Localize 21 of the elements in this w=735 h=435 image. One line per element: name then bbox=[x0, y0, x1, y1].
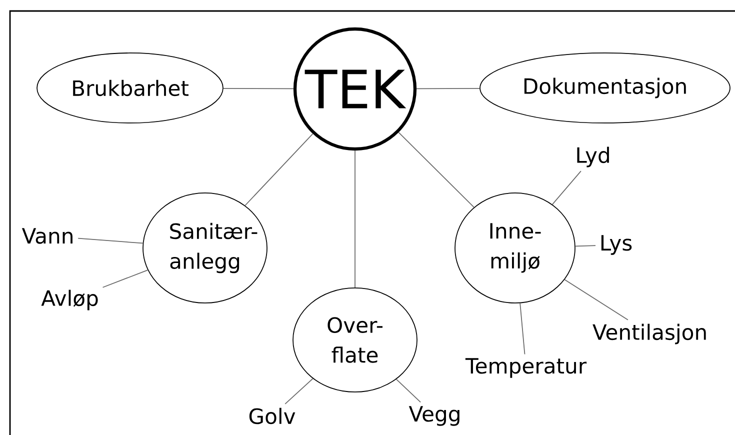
connector-line bbox=[398, 132, 474, 208]
connector-line bbox=[574, 245, 596, 247]
topic-label: Lyd bbox=[577, 146, 609, 168]
topic-label: Golv bbox=[249, 408, 296, 424]
connector-line bbox=[284, 378, 314, 404]
topic-label: Avløp bbox=[41, 290, 98, 310]
connector-line bbox=[520, 302, 526, 355]
topic-label: Vann bbox=[22, 228, 72, 244]
topic-label: Temperatur bbox=[465, 358, 587, 378]
connector-line bbox=[102, 270, 148, 288]
topic-label: Vegg bbox=[408, 406, 460, 426]
connector-line bbox=[564, 279, 628, 320]
connector-line bbox=[396, 378, 421, 403]
connector-line bbox=[223, 88, 294, 90]
connector-line bbox=[244, 133, 314, 206]
connector-line bbox=[354, 150, 356, 288]
connector-line bbox=[416, 88, 480, 90]
connector-line bbox=[78, 238, 144, 244]
topic-label: Ventilasjon bbox=[592, 324, 706, 344]
connector-line bbox=[552, 170, 582, 205]
topic-label: Lys bbox=[601, 235, 632, 255]
